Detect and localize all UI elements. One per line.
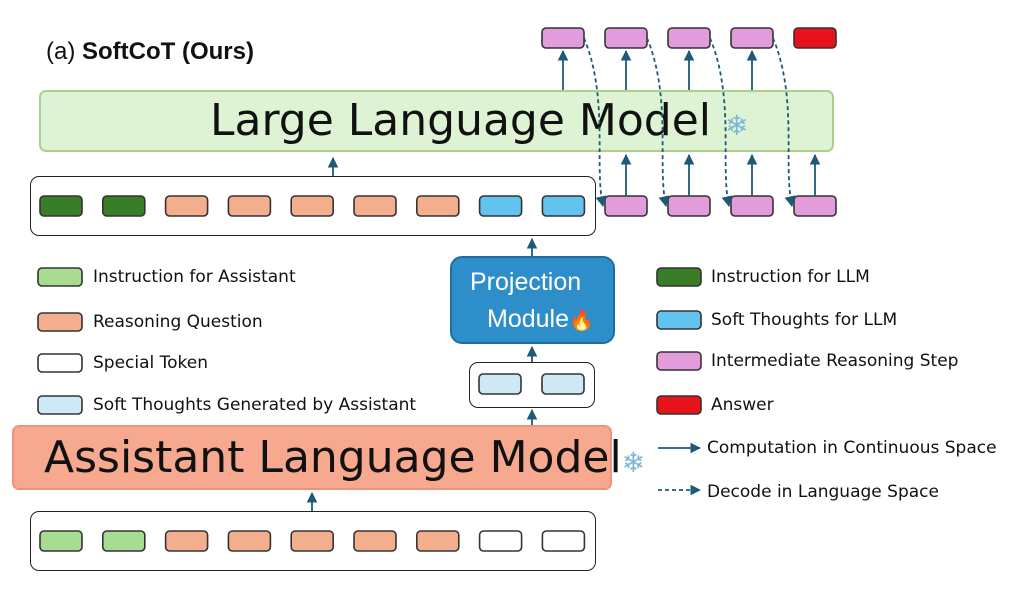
arrow-decode-dashed [583,37,607,208]
projection-label-line1: Projection [470,268,582,296]
title-bold: SoftCoT (Ours) [82,38,254,65]
projection-module-box [450,256,615,344]
llm-input-token-reasoning-question [353,195,397,217]
legend-dashed-arrow-label: Decode in Language Space [707,482,939,502]
assistant-input-token-special-token [541,530,586,552]
input-step-token [793,195,837,217]
legend-swatch-left [37,395,83,415]
assistant-input-token-reasoning-question [415,530,460,552]
legend-reasoning-question-label: Reasoning Question [93,312,263,332]
legend-instruction-assistant-label: Instruction for Assistant [93,267,296,287]
input-step-token [667,195,711,217]
legend-swatch-left [37,267,83,287]
snowflake-icon: ❄ [725,109,749,142]
legend-swatch-right [656,351,702,371]
output-step-token [604,27,648,49]
assistant-soft-thought-token [478,373,522,395]
arrow-decode-dashed [772,37,796,208]
legend-swatch-right [656,310,702,330]
assistant-input-token-reasoning-question [290,530,335,552]
legend-soft-thoughts-llm-label: Soft Thoughts for LLM [711,310,898,330]
legend-instruction-llm-label: Instruction for LLM [711,267,870,287]
figure-title: (a) SoftCoT (Ours) [46,38,254,66]
assistant-input-token-row [30,511,596,571]
assistant-soft-thought-token [541,373,585,395]
fire-icon: 🔥 [569,310,594,332]
llm-input-token-reasoning-question [290,195,335,217]
legend-swatch-right [656,267,702,287]
arrow-decode-dashed [646,37,670,208]
assistant-input-token-instruction-assistant [102,530,146,552]
title-prefix: (a) [46,38,82,65]
assistant-input-token-reasoning-question [227,530,272,552]
legend-swatch-left [37,353,83,373]
projection-label-line2: Module🔥 [487,305,594,334]
large-language-model-box [39,90,834,152]
large-language-model-label: Large Language Model ❄ [210,95,748,146]
assistant-input-token-special-token [478,530,523,552]
llm-input-token-soft-thoughts-llm [541,195,586,217]
input-step-token [730,195,774,217]
output-step-token [667,27,711,49]
arrow-decode-dashed [709,37,733,208]
assistant-language-model-box [12,425,612,490]
assistant-input-token-instruction-assistant [39,530,83,552]
output-step-token [730,27,774,49]
assistant-output-token-row [469,362,595,408]
llm-input-token-instruction-llm [39,195,83,217]
llm-input-token-reasoning-question [164,195,209,217]
assistant-input-token-reasoning-question [164,530,209,552]
legend-soft-thoughts-assistant-label: Soft Thoughts Generated by Assistant [93,395,417,415]
llm-input-token-reasoning-question [415,195,460,217]
output-step-token [541,27,585,49]
legend-swatch-right [656,395,702,415]
answer-token [793,27,837,49]
llm-input-token-row [30,176,596,236]
legend-intermediate-step-label: Intermediate Reasoning Step [711,351,959,371]
legend-swatch-left [37,312,83,332]
snowflake-icon: ❄ [621,446,646,479]
alm-label-text: Assistant Language Model [44,432,622,483]
assistant-language-model-label: Assistant Language Model❄ [44,432,645,483]
llm-input-token-soft-thoughts-llm [478,195,523,217]
legend-answer-label: Answer [711,395,774,415]
projection-line2-text: Module [487,305,569,333]
legend-special-token-label: Special Token [93,353,209,373]
legend-solid-arrow-label: Computation in Continuous Space [707,438,997,458]
assistant-input-token-reasoning-question [353,530,397,552]
llm-label-text: Large Language Model [210,95,712,146]
llm-input-token-reasoning-question [227,195,272,217]
input-step-token [604,195,648,217]
llm-input-token-instruction-llm [102,195,146,217]
